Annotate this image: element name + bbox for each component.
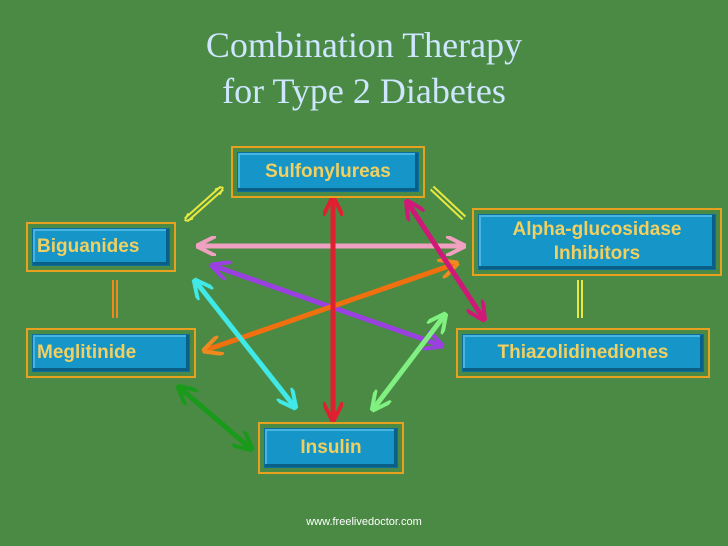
slide-title: Combination Therapy for Type 2 Diabetes [0,22,728,114]
arrow-biguanides-insulin [196,282,294,406]
node-meglitinide: Meglitinide [26,328,196,378]
title-line-2: for Type 2 Diabetes [222,71,506,111]
node-sulfonylureas: Sulfonylureas [231,146,425,198]
node-thiazolidinediones: Thiazolidinediones [456,328,710,378]
arrow-meglitinide-insulin [180,388,250,448]
title-line-1: Combination Therapy [205,25,523,65]
node-sulfonylureas-label: Sulfonylureas [237,152,419,192]
node-insulin-label: Insulin [264,428,398,468]
footer-source: www.freelivedoctor.com [306,516,422,528]
node-insulin: Insulin [258,422,404,474]
arrow-thiazolidinediones-insulin [374,316,444,408]
node-biguanides: Biguanides [26,222,176,272]
arrow-sulfonylureas-biguanides [186,188,222,220]
node-biguanides-label: Biguanides [32,228,170,266]
arrow-sulfonylureas-alpha [429,185,467,221]
node-alpha-glucosidase: Alpha-glucosidase Inhibitors [472,208,722,276]
arrow-sulfonylureas-thiazolidinediones [408,203,483,318]
node-thiazolidinediones-label: Thiazolidinediones [462,334,704,372]
node-alpha-glucosidase-label: Alpha-glucosidase Inhibitors [478,214,716,270]
node-meglitinide-label: Meglitinide [32,334,190,372]
